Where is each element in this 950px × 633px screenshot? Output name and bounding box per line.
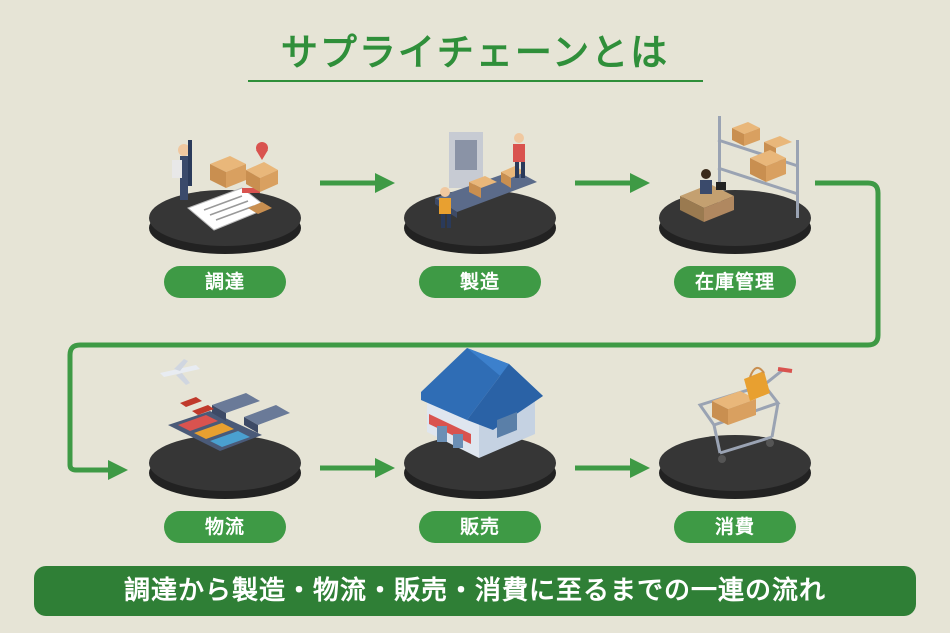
stage-label: 製造 [419, 266, 541, 298]
shopping-cart-illustration-icon [697, 366, 793, 463]
stage-procurement: 調達 [149, 140, 301, 300]
disc-base [404, 435, 556, 499]
procurement-illustration-icon [172, 140, 278, 231]
store-building-illustration-icon [421, 348, 543, 458]
stage-label: 調達 [164, 266, 286, 298]
stage-manufacturing: 製造 [404, 132, 556, 300]
disc-base [659, 435, 811, 499]
stage-sales: 販売 [404, 348, 556, 545]
stage-label: 物流 [164, 511, 286, 543]
stage-consumption: 消費 [659, 366, 811, 545]
disc-base [149, 435, 301, 499]
stage-label: 消費 [674, 511, 796, 543]
page-title: サプライチェーンとは [280, 31, 670, 74]
factory-conveyor-illustration-icon [435, 132, 537, 228]
logistics-transport-illustration-icon [160, 359, 290, 451]
title-underline [248, 80, 703, 82]
summary-banner: 調達から製造・物流・販売・消費に至るまでの一連の流れ [34, 566, 916, 616]
stage-label: 販売 [419, 511, 541, 543]
stage-logistics: 物流 [149, 359, 301, 545]
stage-inventory: 在庫管理 [659, 116, 811, 300]
stage-label: 在庫管理 [674, 266, 796, 298]
arrow-inventory-to-logistics [67, 180, 881, 480]
warehouse-shelves-illustration-icon [680, 116, 799, 222]
